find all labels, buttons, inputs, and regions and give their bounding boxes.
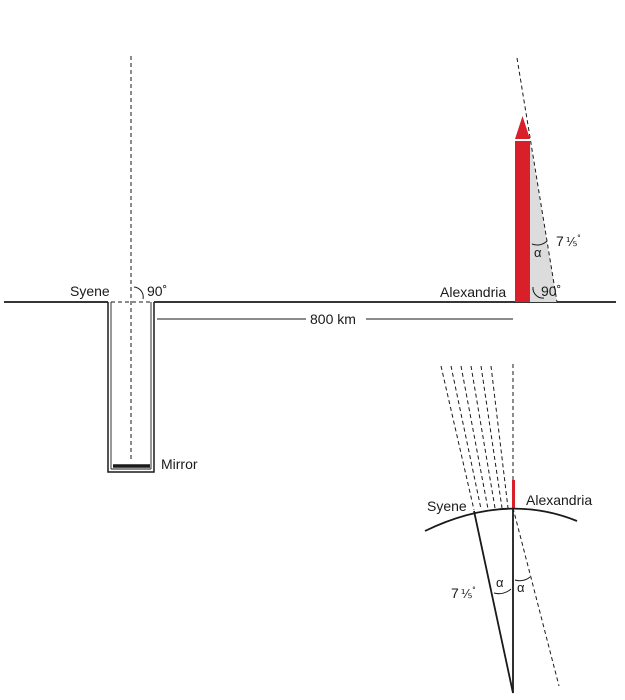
syene-label-bottom: Syene [427, 498, 467, 514]
alexandria-label-top: Alexandria [440, 284, 506, 300]
radius-syene [473, 510, 514, 694]
alexandria-angle-arc [532, 286, 545, 299]
alexandria-label-bottom: Alexandria [526, 492, 592, 508]
top-alpha-arc [531, 240, 548, 246]
sun-ray [480, 365, 503, 509]
earth-surface-arc [424, 507, 578, 532]
obelisk-tip [515, 116, 530, 139]
syene-angle-label: 90˚ [147, 283, 167, 299]
distance-label: 800 km [310, 311, 356, 327]
top-alpha-label: α [534, 245, 542, 260]
sun-ray [440, 365, 475, 511]
alexandria-sun-ray [516, 57, 558, 303]
extended-sun-ray [512, 507, 560, 687]
syene-label-top: Syene [70, 283, 110, 299]
mirror-label: Mirror [161, 456, 198, 472]
obelisk [515, 141, 530, 302]
obelisk-small [512, 480, 515, 508]
center-angle-arc [493, 588, 512, 595]
sun-ray [490, 365, 509, 509]
alexandria-alpha-arc [514, 576, 531, 582]
sun-ray [470, 365, 496, 509]
alexandria-alpha-label: α [517, 580, 525, 595]
sun-ray [460, 365, 489, 510]
center-alpha-label: α [496, 575, 504, 590]
sun-rays-group [440, 365, 509, 511]
syene-angle-arc [133, 286, 144, 300]
obelisk-shadow [530, 141, 557, 302]
alexandria-angle-label: 90˚ [541, 283, 561, 299]
sun-ray [450, 365, 482, 510]
syene-well [107, 302, 155, 473]
